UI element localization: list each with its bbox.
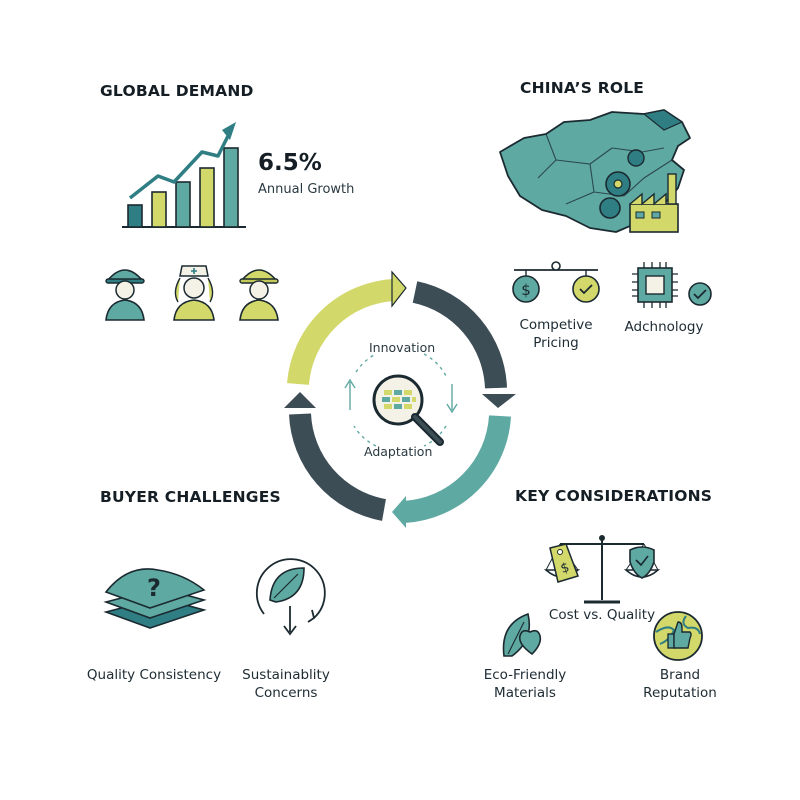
magnifier-fabric-icon xyxy=(372,374,444,446)
worker-nurse-icon xyxy=(173,265,215,321)
china-map-icon xyxy=(499,109,691,233)
cycle-label-adaptation: Adaptation xyxy=(364,444,433,459)
chinas-role-heading: CHINA’S ROLE xyxy=(520,79,645,97)
balance-scale-icon: $ xyxy=(543,535,661,604)
brand-reputation-label: Brand Reputation xyxy=(643,667,717,701)
worker-hardhat-icon xyxy=(239,269,279,321)
chip-technology-icon xyxy=(632,262,712,308)
cycle-arrowhead-lime xyxy=(391,270,407,308)
growth-stat-label: Annual Growth xyxy=(258,182,355,197)
eco-friendly-materials-label: Eco-Friendly Materials xyxy=(483,667,567,701)
quality-consistency-label: Quality Consistency xyxy=(86,667,222,683)
worker-hardhat-icon xyxy=(105,269,145,321)
globe-thumbs-up-icon xyxy=(653,611,703,661)
svg-text:$: $ xyxy=(521,281,531,299)
cycle-label-innovation: Innovation xyxy=(369,340,436,355)
cycle-arrowhead-slate xyxy=(284,392,316,408)
fabric-question-icon: ? xyxy=(103,568,207,629)
svg-text:?: ? xyxy=(147,574,161,602)
global-demand-heading: GLOBAL DEMAND xyxy=(100,82,254,100)
leaf-cycle-icon xyxy=(255,558,326,636)
technology-label: Adchnology xyxy=(624,319,704,335)
pricing-scale-icon: $ xyxy=(512,261,600,303)
sustainability-concerns-label: Sustainablity Concerns xyxy=(242,667,330,701)
growth-bar-chart-icon xyxy=(122,122,246,228)
cycle-arrowhead-teal xyxy=(392,496,406,528)
growth-stat-value: 6.5% xyxy=(258,150,322,176)
buyer-challenges-heading: BUYER CHALLENGES xyxy=(100,488,281,506)
eco-leaf-heart-icon xyxy=(502,612,542,657)
competitive-pricing-label: Competive Pricing xyxy=(519,317,593,351)
key-considerations-heading: KEY CONSIDERATIONS xyxy=(515,487,713,505)
cycle-arrowhead-slate xyxy=(482,394,516,408)
cost-vs-quality-label: Cost vs. Quality xyxy=(548,607,656,623)
